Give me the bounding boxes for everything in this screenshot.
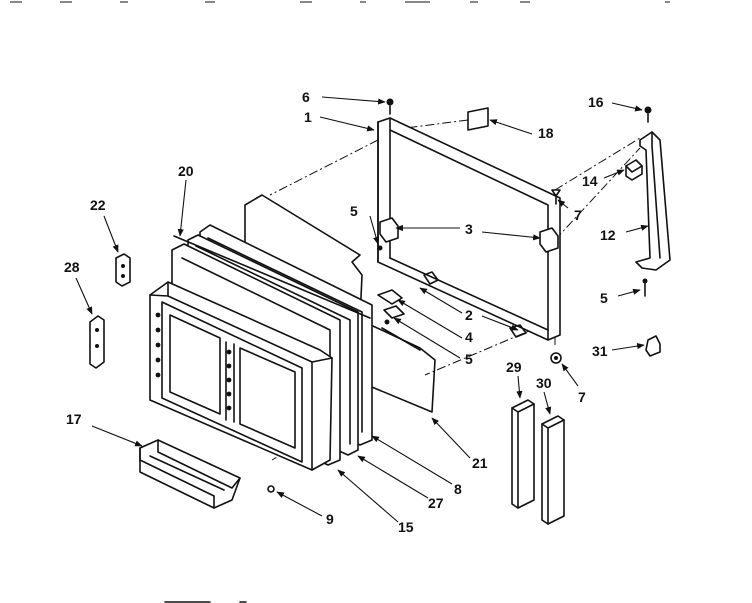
callout-labels: 6 1 18 16 14 7 12 5 31 7 3 5 2 4 5 21 8 … [64, 89, 616, 535]
insulation-strip-part-29 [511, 399, 535, 509]
callout-3: 3 [465, 221, 473, 237]
door-liner [149, 281, 333, 471]
callout-16: 16 [588, 94, 604, 110]
label-part-18 [467, 107, 489, 131]
screw-part-5-right [642, 278, 648, 297]
bracket-part-28 [89, 315, 105, 369]
callout-2: 2 [465, 307, 473, 323]
callout-12: 12 [600, 227, 616, 243]
callout-28: 28 [64, 259, 80, 275]
callout-20: 20 [178, 163, 194, 179]
callout-14: 14 [582, 173, 598, 189]
callout-15: 15 [398, 519, 414, 535]
callout-21: 21 [472, 455, 488, 471]
hinge-arm-part-12 [635, 131, 671, 271]
hinge-bracket-part-3 [379, 217, 559, 338]
callout-7-top: 7 [574, 207, 582, 223]
callout-9: 9 [326, 511, 334, 527]
callout-22: 22 [90, 197, 106, 213]
screw-part-7 [550, 189, 562, 364]
screw-part-16 [644, 106, 652, 123]
callout-29: 29 [506, 359, 522, 375]
callout-5-lower: 5 [465, 351, 473, 367]
callout-1: 1 [304, 109, 312, 125]
callout-8: 8 [454, 481, 462, 497]
callout-31: 31 [592, 343, 608, 359]
callout-30: 30 [536, 375, 552, 391]
callout-5-right: 5 [600, 290, 608, 306]
callout-6: 6 [302, 89, 310, 105]
callout-5-upper: 5 [350, 203, 358, 219]
clip-part-14 [625, 159, 643, 181]
hinge-hardware [377, 245, 421, 351]
trim-rod-part-20 [173, 235, 371, 319]
stop-part-31 [645, 335, 661, 357]
liner-frame-part-1 [377, 117, 561, 341]
callout-17: 17 [66, 411, 82, 427]
callout-27: 27 [428, 495, 444, 511]
callout-18: 18 [538, 125, 554, 141]
screw-part-6 [386, 98, 394, 115]
insulation-strip-part-30 [541, 415, 565, 525]
callout-4: 4 [465, 329, 473, 345]
leader-lines [75, 96, 649, 523]
bracket-part-22 [115, 253, 131, 287]
callout-7-bottom: 7 [578, 389, 586, 405]
shelf-peg-dots [155, 312, 232, 411]
screw-part-9 [267, 485, 275, 493]
door-bin-part-17 [139, 439, 241, 509]
